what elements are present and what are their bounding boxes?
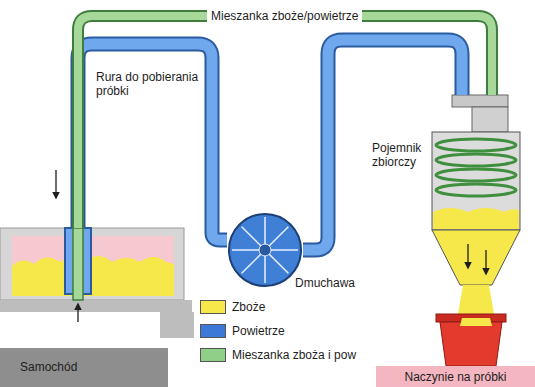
flow-arrows [56, 16, 486, 322]
legend-text: Zboże [232, 300, 265, 314]
blower-symbol [227, 212, 303, 288]
collector-box: Pojemnik zbiorczy [430, 95, 522, 300]
node-label: Naczynie na próbki [376, 370, 535, 384]
pipe [303, 40, 462, 250]
node-label: Dmuchawa [295, 276, 355, 290]
legend-swatch [200, 348, 226, 362]
legend-text: Powietrze [232, 324, 285, 338]
legend-swatch [200, 324, 226, 338]
truck-box: Samochód [0, 228, 190, 387]
blower-circle: Dmuchawa [227, 212, 303, 288]
legend-swatch [200, 300, 226, 314]
pipe-label: Mieszanka zboże/powietrze [207, 9, 362, 23]
node-label: Pojemnik zbiorczy [372, 141, 428, 169]
part-label: Rura do pobierania próbki [96, 70, 208, 98]
collector-container [432, 95, 520, 366]
node-label: Samochód [20, 360, 77, 374]
truck [0, 228, 194, 387]
legend-text: Mieszanka zboża i pow [232, 348, 356, 362]
pipe [78, 16, 492, 228]
sample-vessel-label: Naczynie na próbki [376, 366, 535, 387]
pipe [78, 44, 227, 240]
